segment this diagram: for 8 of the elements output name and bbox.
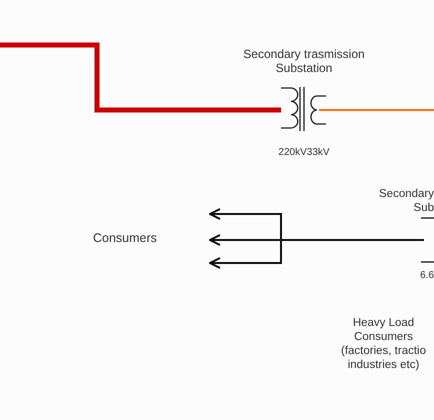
consumers-label: Consumers xyxy=(93,230,157,247)
consumer-note: Heavy Load Consumers (factories, tractio industries etc) xyxy=(340,316,427,372)
power-line xyxy=(379,109,434,111)
voltage-label: 6.6 xyxy=(420,270,434,282)
substation-title: Secondary Sub xyxy=(378,187,434,215)
voltage-label: 220kV33kV xyxy=(277,147,331,159)
power-line xyxy=(0,42,229,112)
substation-title: Secondary trasmission Substation xyxy=(242,47,366,75)
